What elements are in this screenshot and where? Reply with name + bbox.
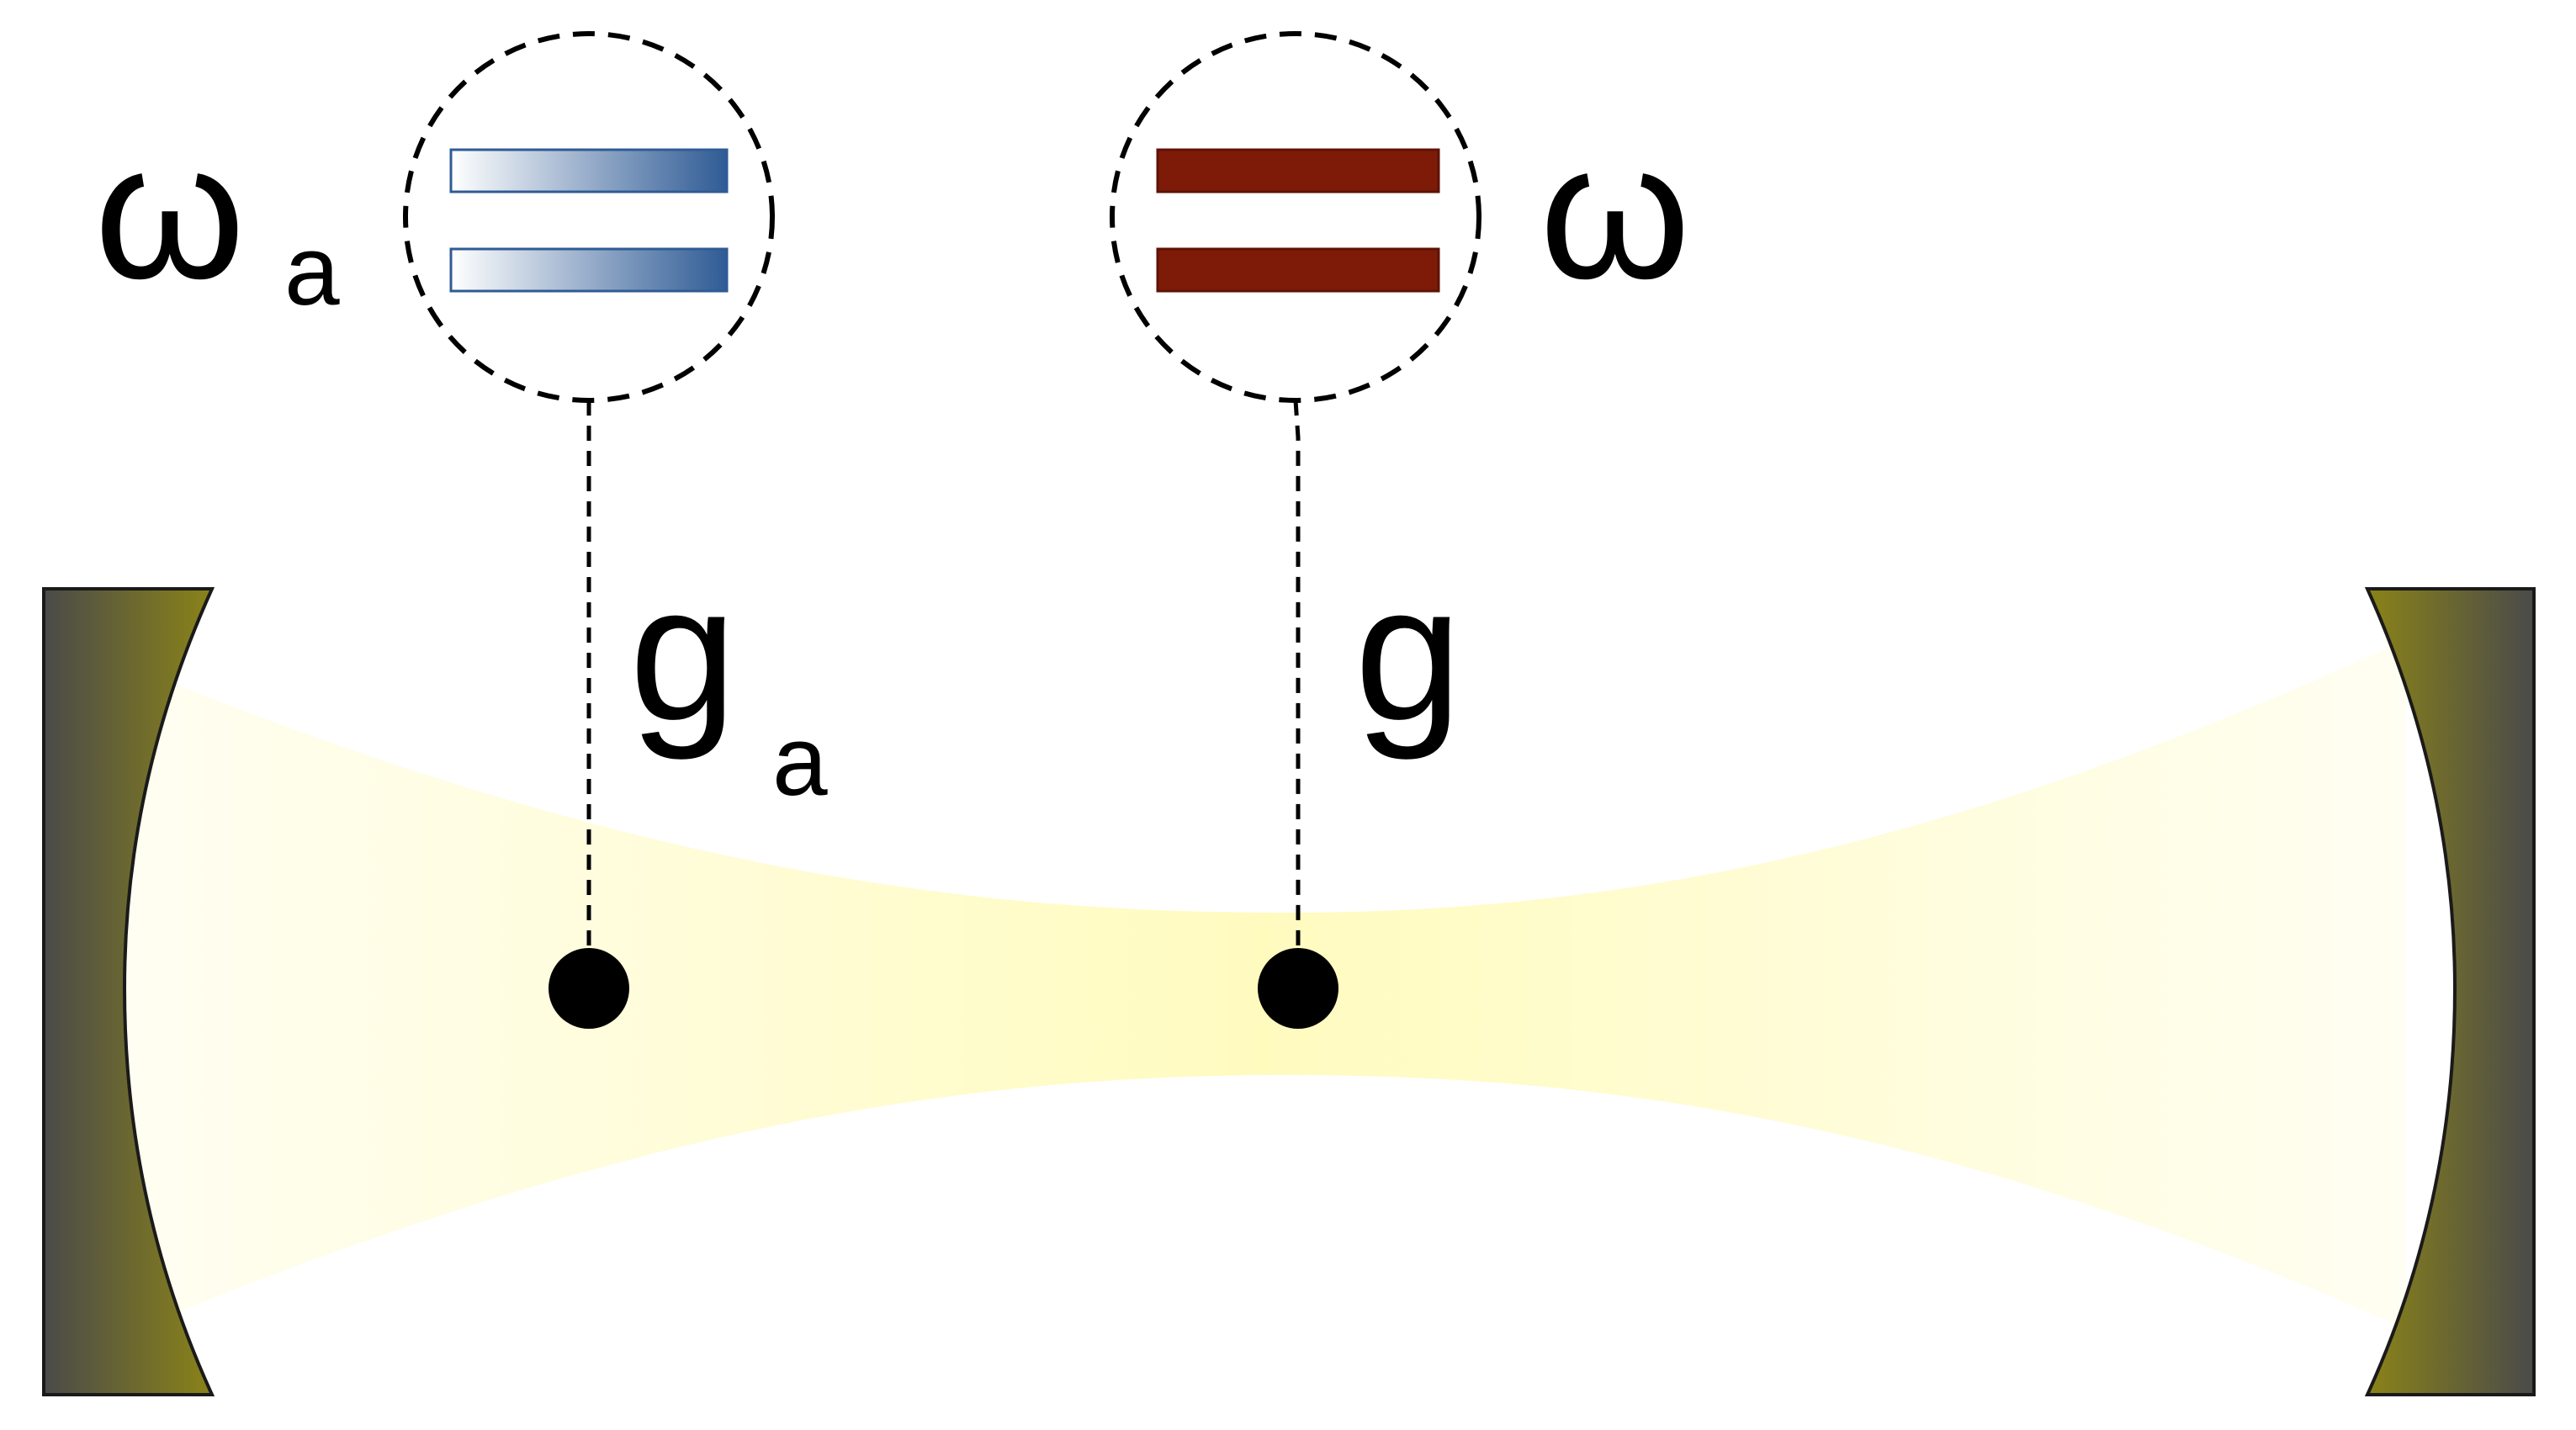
left-level-circle	[403, 31, 775, 403]
omega-label: ω	[1540, 103, 1691, 319]
g-a-label: g	[629, 544, 737, 760]
right-coupling-line	[1293, 400, 1301, 988]
g-label: g	[1354, 544, 1462, 760]
right-upper-level-bar	[1156, 148, 1440, 193]
g-a-subscript: a	[772, 706, 828, 817]
omega-a-label: ω	[94, 103, 246, 319]
right-mirror-icon	[2364, 587, 2536, 1396]
right-level-circle	[1110, 31, 1481, 403]
left-atom-dot-icon	[549, 948, 629, 1029]
left-upper-level-bar	[449, 148, 729, 193]
left-lower-level-bar	[449, 247, 729, 293]
left-mirror-icon	[42, 587, 215, 1396]
omega-a-subscript: a	[284, 215, 340, 326]
right-atom-dot-icon	[1258, 948, 1338, 1029]
right-lower-level-bar	[1156, 247, 1440, 293]
